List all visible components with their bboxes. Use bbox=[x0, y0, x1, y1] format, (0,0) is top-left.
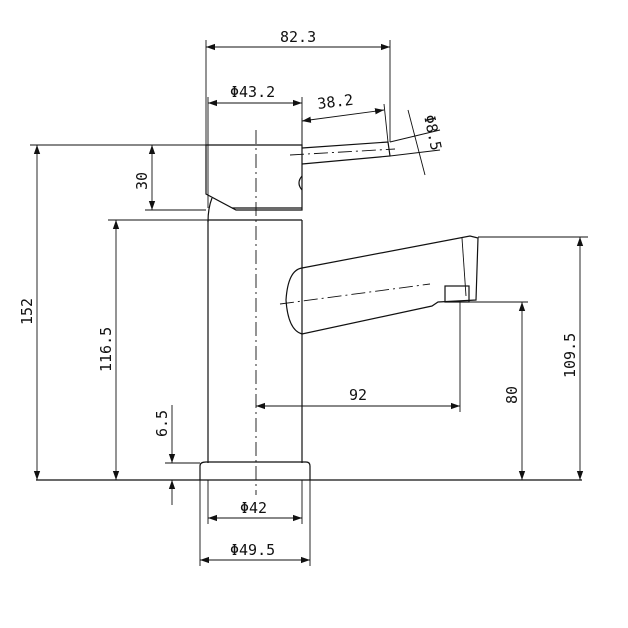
faucet-head bbox=[205, 144, 303, 211]
label-head-diameter: Φ43.2 bbox=[230, 83, 275, 101]
label-spout-top-height: 109.5 bbox=[561, 333, 579, 378]
label-top-width: 82.3 bbox=[280, 28, 316, 46]
dim-line-handle-length bbox=[301, 108, 385, 123]
label-total-height: 152 bbox=[18, 298, 36, 325]
aerator bbox=[444, 285, 470, 303]
label-outlet-height: 80 bbox=[503, 386, 521, 404]
spout-tip-edge bbox=[461, 237, 467, 297]
label-head-height: 30 bbox=[133, 172, 151, 190]
dim-line-handle-diameter bbox=[407, 109, 426, 176]
handle-knob bbox=[298, 175, 303, 191]
label-handle-length: 38.2 bbox=[316, 91, 354, 113]
base-plate bbox=[199, 461, 311, 480]
label-base-diameter: Φ49.5 bbox=[230, 541, 275, 559]
spout-centerline bbox=[279, 283, 431, 305]
label-base-plate-height: 6.5 bbox=[153, 410, 171, 437]
handle-centerline bbox=[289, 148, 396, 156]
spout bbox=[285, 235, 479, 335]
extension-lines bbox=[30, 40, 588, 566]
handle-lever bbox=[301, 141, 391, 165]
neck-transition bbox=[207, 197, 213, 223]
label-spout-reach: 92 bbox=[349, 386, 367, 404]
dimension-labels: 82.3 Φ43.2 38.2 Φ8.5 30 152 116.5 6.5 92… bbox=[18, 28, 579, 559]
faucet-outline bbox=[36, 130, 582, 495]
label-spout-base-height: 116.5 bbox=[97, 327, 115, 372]
label-handle-diameter: Φ8.5 bbox=[420, 113, 445, 152]
dimension-lines bbox=[33, 43, 584, 564]
label-body-diameter: Φ42 bbox=[240, 499, 267, 517]
